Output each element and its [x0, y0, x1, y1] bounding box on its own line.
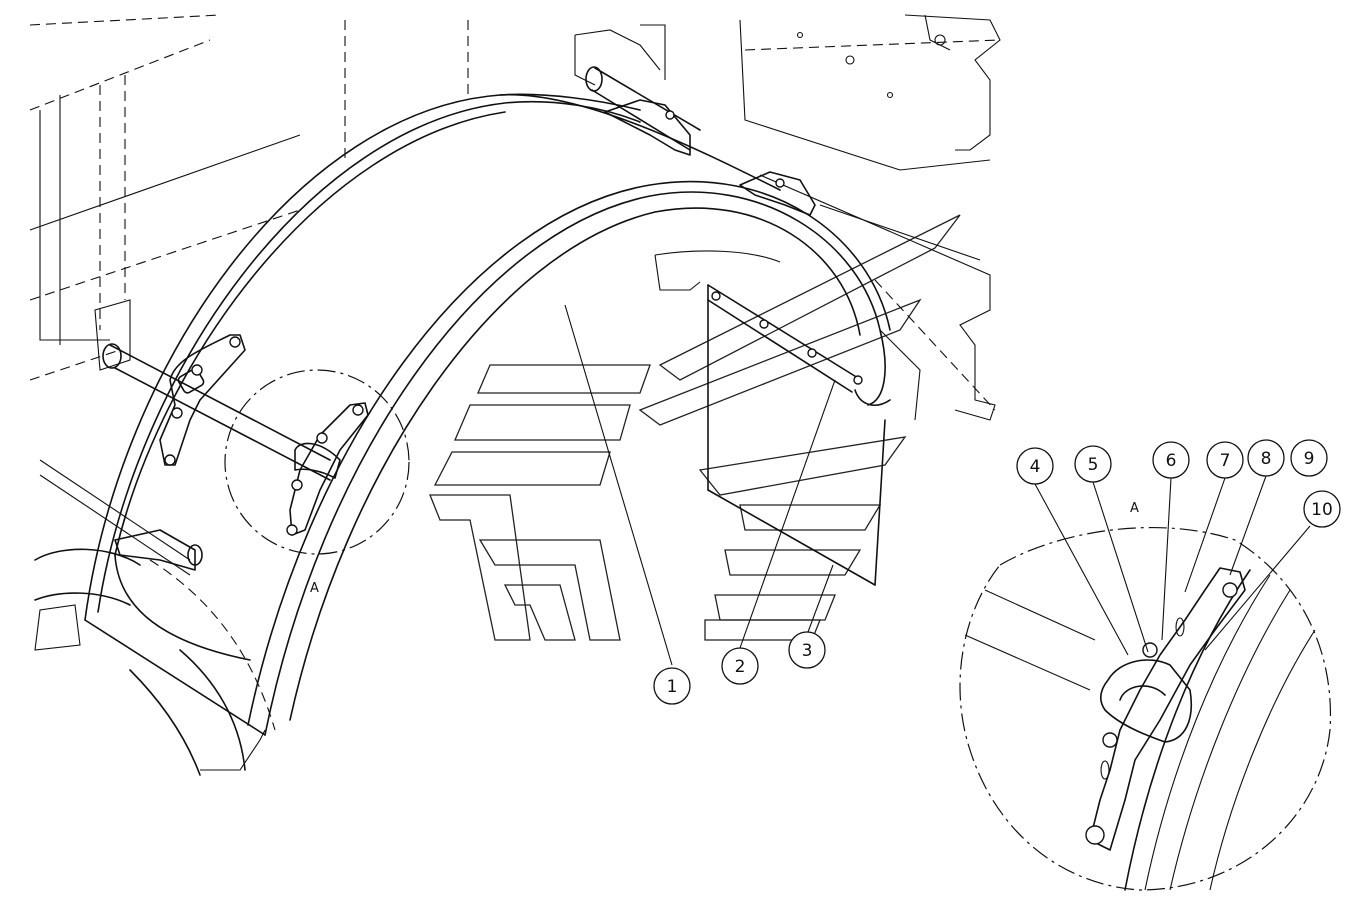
tire	[34, 548, 276, 776]
callout-6-label: 6	[1166, 451, 1177, 471]
fender-bracket-upper-right	[604, 99, 816, 216]
callout-2: 2	[721, 647, 759, 685]
callout-3-label: 3	[802, 641, 813, 661]
callout-4: 4	[1016, 447, 1054, 485]
fender-bracket-upper-left	[159, 334, 246, 466]
callout-10-label: 10	[1311, 500, 1333, 520]
main-view-label: A	[310, 581, 319, 596]
mounting-tubes	[39, 66, 701, 576]
fender-bracket-lower-left	[114, 529, 203, 571]
detail-view-a	[959, 527, 1332, 891]
fender-bracket-detail-left	[224, 369, 410, 555]
callout-5-label: 5	[1088, 455, 1099, 475]
callout-7-label: 7	[1220, 451, 1231, 471]
callout-10: 10	[1303, 490, 1341, 528]
mud-flap	[707, 284, 886, 586]
callout-6: 6	[1152, 441, 1190, 479]
callout-4-label: 4	[1030, 457, 1041, 477]
callout-3: 3	[788, 631, 826, 669]
callout-8: 8	[1247, 439, 1285, 477]
callout-9: 9	[1290, 439, 1328, 477]
frame-structure-right	[574, 14, 1001, 421]
callout-8-label: 8	[1261, 449, 1272, 469]
detail-view-label: A	[1130, 501, 1139, 516]
callout-1: 1	[653, 667, 691, 705]
callout-2-label: 2	[735, 657, 746, 677]
watermark-logo	[429, 214, 961, 641]
callout-5: 5	[1074, 445, 1112, 483]
fender	[84, 93, 891, 736]
frame-structure-left	[29, 14, 469, 381]
callout-9-label: 9	[1304, 449, 1315, 469]
callout-1-label: 1	[667, 677, 678, 697]
leader-lines	[564, 304, 1311, 666]
callout-7: 7	[1206, 441, 1244, 479]
